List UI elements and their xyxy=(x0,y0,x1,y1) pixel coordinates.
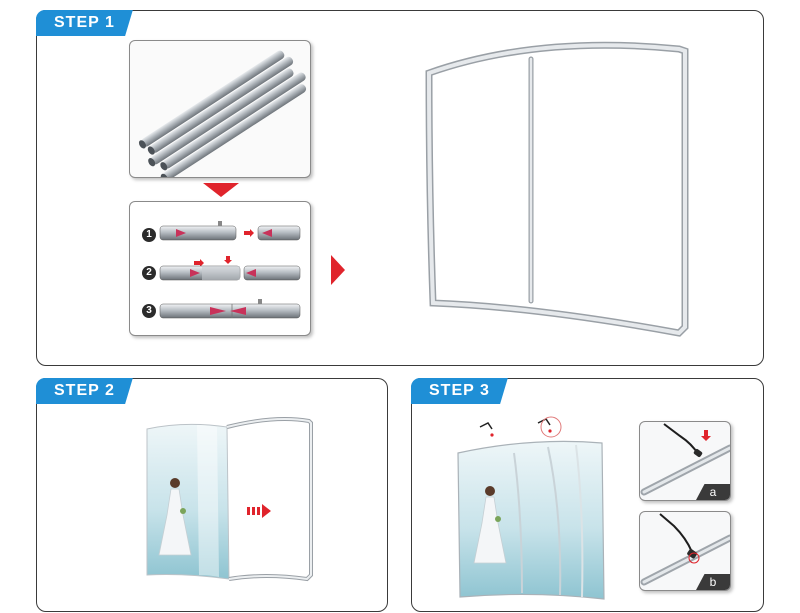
marker-triangle-icon xyxy=(176,229,186,237)
detail-a-illustration xyxy=(640,423,730,496)
red-arrow-right-icon xyxy=(244,229,254,237)
tube-bundle-illustration xyxy=(138,50,307,177)
tube-bundle xyxy=(138,50,307,177)
fabric-install-illustration xyxy=(146,417,313,582)
assembly-tubes-illustration xyxy=(159,221,301,319)
detail-b-label: b xyxy=(696,574,730,590)
red-arrow-down-icon xyxy=(224,256,232,264)
hook-left-icon xyxy=(479,422,494,437)
marker-triangle-icon xyxy=(262,229,272,237)
detail-highlight-circle xyxy=(688,552,700,564)
finished-display-illustration xyxy=(457,416,605,600)
assembly-step-number-3: 3 xyxy=(142,304,156,318)
tube-1a xyxy=(159,225,237,241)
marker-triangle-icon xyxy=(190,269,200,277)
detail-highlight-circle xyxy=(540,416,562,438)
step3-panel: STEP 3 xyxy=(411,378,764,612)
marker-triangle-icon xyxy=(230,307,246,315)
marker-triangle-icon xyxy=(246,269,256,277)
detail-a-label: a xyxy=(696,484,730,500)
marker-triangle-icon xyxy=(210,307,226,315)
red-arrow-right-icon xyxy=(194,259,204,267)
detail-b-illustration xyxy=(640,513,730,586)
hook-right-icon xyxy=(537,418,552,433)
assembly-step-number-2: 2 xyxy=(142,266,156,280)
bride-figure xyxy=(158,478,192,556)
step2-tab: STEP 2 xyxy=(36,378,133,404)
step2-panel: STEP 2 xyxy=(36,378,388,612)
red-arrow-down-icon xyxy=(701,430,711,441)
tube-1b xyxy=(257,225,301,241)
frame-outline xyxy=(425,41,689,337)
detail-a-card: a xyxy=(639,421,731,501)
right-arrow-icon xyxy=(331,255,345,285)
step1-panel: STEP 1 xyxy=(36,10,764,366)
tube-2b xyxy=(243,265,301,281)
step1-tab: STEP 1 xyxy=(36,10,133,36)
bride-figure xyxy=(473,486,507,564)
assembly-step-number-1: 1 xyxy=(142,228,156,242)
assembly-card: 1 2 3 xyxy=(129,201,311,336)
pull-arrow-icon xyxy=(247,504,271,518)
detail-b-card: b xyxy=(639,511,731,591)
tube-bundle-card xyxy=(129,40,311,178)
step3-tab: STEP 3 xyxy=(411,378,508,404)
assembled-frame-illustration xyxy=(425,41,689,337)
down-arrow-icon xyxy=(203,183,239,197)
